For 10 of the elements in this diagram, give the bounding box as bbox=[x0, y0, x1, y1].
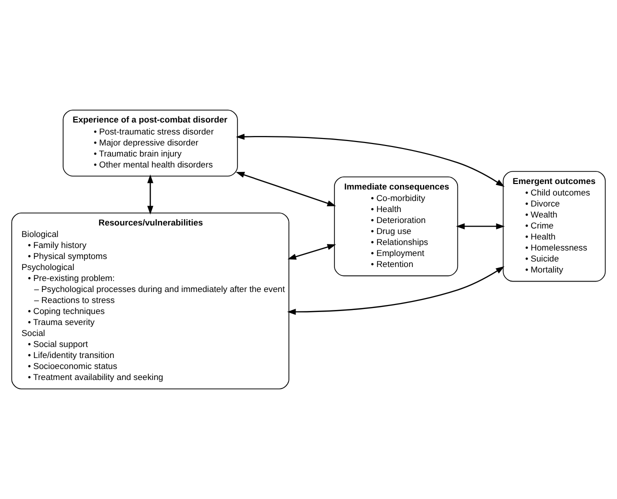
arrow bbox=[287, 266, 504, 315]
node-box: Resources/vulnerabilities Biological • Family history • Physical symptoms Psychological • Pre-existing problem: – Psychological processes during and immediately after the event – Reactions to stress • Coping techniques • Trauma severity Social • Social support • Life/identity transition • Socioeconomic status • Treatment availability and seeking bbox=[11, 212, 290, 390]
arrow bbox=[236, 134, 505, 187]
arrow bbox=[288, 244, 336, 260]
arrow bbox=[236, 172, 336, 206]
node-box: Emergent outcomes • Child outcomes • Divorce • Wealth • Crime • Health • Homelessness • Suicide • Mortality bbox=[502, 170, 606, 282]
arrow bbox=[456, 223, 505, 230]
node-box: Immediate consequences • Co-morbidity • Health • Deterioration • Drug use • Relationships • Employment • Retention bbox=[334, 176, 458, 276]
arrow bbox=[147, 174, 154, 215]
node-box: Experience of a post-combat disorder • Post-traumatic stress disorder • Major depressive disorder • Traumatic brain injury • Other mental health disorders bbox=[62, 110, 238, 176]
